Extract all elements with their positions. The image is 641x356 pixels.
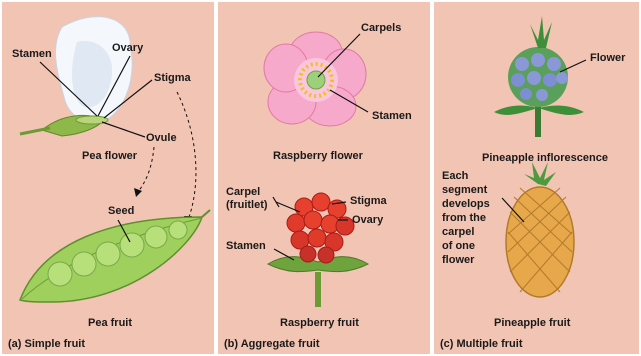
pea-pod-tip	[202, 210, 210, 217]
label-seed: Seed	[108, 205, 134, 217]
raspberry-illustration	[218, 2, 430, 354]
label-segment-5: carpel	[442, 226, 474, 238]
pea-flower-title: Pea flower	[82, 150, 137, 162]
pineapple-inflorescence	[494, 16, 584, 137]
caption-b: (b) Aggregate fruit	[224, 338, 320, 350]
pineapple-fruit	[506, 162, 574, 297]
raspberry-flower-title: Raspberry flower	[273, 150, 363, 162]
drupelet	[300, 246, 316, 262]
label-ovary: Ovary	[112, 42, 143, 54]
pineapple-inflorescence-title: Pineapple inflorescence	[482, 152, 608, 164]
label-stigma: Stigma	[350, 195, 387, 207]
raspberry-sepals	[268, 257, 368, 272]
label-carpel-fruitlet: (fruitlet)	[226, 199, 268, 211]
label-segment-2: segment	[442, 184, 487, 196]
label-carpels: Carpels	[361, 22, 401, 34]
inflorescence-flower	[531, 53, 545, 67]
label-stigma: Stigma	[154, 72, 191, 84]
arrow-stigma-to-fruit	[177, 92, 196, 220]
panel-aggregate-fruit: Carpels Stamen Raspberry flower Carpel (…	[218, 2, 430, 354]
inflorescence-leaf	[538, 106, 584, 115]
inflorescence-flower	[536, 89, 548, 101]
label-flower: Flower	[590, 52, 625, 64]
label-segment-3: develops	[442, 198, 490, 210]
panel-multiple-fruit: Flower Pineapple inflorescence Each segm…	[434, 2, 639, 354]
pea-seed	[145, 226, 167, 248]
arrow-head-2	[134, 188, 142, 197]
label-segment-4: from the	[442, 212, 486, 224]
pea-fruit-title: Pea fruit	[88, 317, 132, 329]
pineapple-fruit-title: Pineapple fruit	[494, 317, 570, 329]
pea-seed	[120, 233, 144, 257]
inflorescence-crown	[530, 16, 552, 48]
raspberry-drupelets	[287, 193, 354, 263]
leader-carpel-bracket	[273, 197, 279, 207]
panel-simple-fruit: Stamen Ovary Stigma Ovule Seed Pea flowe…	[2, 2, 214, 354]
label-ovary: Ovary	[352, 214, 383, 226]
drupelet	[312, 193, 330, 211]
drupelet	[318, 247, 334, 263]
raspberry-fruit-title: Raspberry fruit	[280, 317, 359, 329]
label-stamen: Stamen	[12, 48, 52, 60]
raspberry-flower	[264, 32, 366, 126]
caption-c: (c) Multiple fruit	[440, 338, 523, 350]
inflorescence-flower	[511, 73, 525, 87]
leader-ovule	[102, 122, 145, 137]
drupelet	[304, 211, 322, 229]
label-segment-1: Each	[442, 170, 468, 182]
inflorescence-flower	[547, 57, 561, 71]
arrow-ovule-to-seed	[138, 147, 154, 192]
inflorescence-flower	[520, 88, 532, 100]
pineapple-crown	[524, 162, 556, 186]
raspberry-carpels	[307, 71, 325, 89]
label-ovule: Ovule	[146, 132, 177, 144]
label-segment-6: of one	[442, 240, 475, 252]
inflorescence-flower	[556, 72, 568, 84]
label-stamen-bottom: Stamen	[226, 240, 266, 252]
inflorescence-leaf	[494, 106, 538, 115]
pea-seed	[48, 262, 72, 286]
inflorescence-flower	[543, 73, 557, 87]
drupelet	[287, 214, 305, 232]
inflorescence-flower	[515, 57, 529, 71]
inflorescence-flower	[527, 71, 541, 85]
label-carpel: Carpel	[226, 186, 260, 198]
drupelet	[308, 229, 326, 247]
label-segment-7: flower	[442, 254, 474, 266]
pea-seed	[169, 221, 187, 239]
pea-seed	[72, 252, 96, 276]
label-stamen-top: Stamen	[372, 110, 412, 122]
caption-a: (a) Simple fruit	[8, 338, 85, 350]
pea-seed	[96, 242, 120, 266]
